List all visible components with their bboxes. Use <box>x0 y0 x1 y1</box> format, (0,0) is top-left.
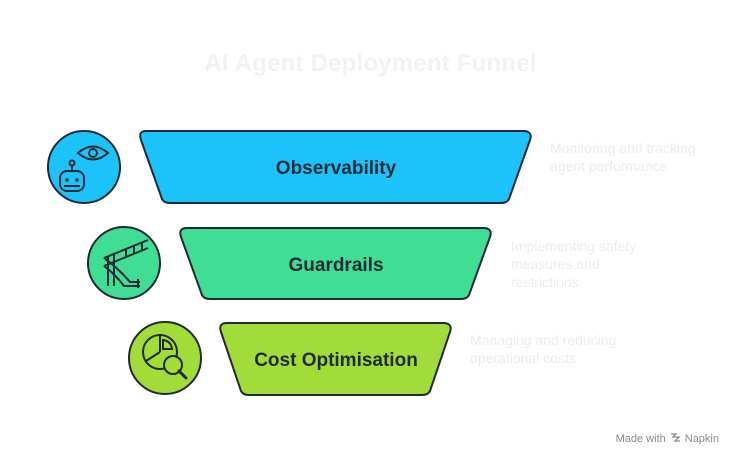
funnel-segment-2 <box>179 227 492 300</box>
funnel-segment-3 <box>219 322 452 396</box>
diagram-title: AI Agent Deployment Funnel <box>204 50 537 77</box>
stage-description-cost-optimisation: Managing and reducing operational costs <box>470 331 616 367</box>
description-line: agent performance <box>550 158 668 174</box>
funnel-segment-1 <box>139 130 532 204</box>
description-line: restrictions <box>511 274 579 290</box>
funnel-stage-cost-optimisation: Cost Optimisation <box>219 322 452 396</box>
stage-label: Observability <box>276 158 397 179</box>
funnel-stage-guardrails: Guardrails <box>179 227 492 300</box>
pie-chart-magnifier-icon <box>128 321 202 395</box>
stage-label: Cost Optimisation <box>254 350 418 371</box>
description-line: Monitoring and tracking <box>550 140 696 156</box>
funnel-stage-observability: Observability <box>139 130 532 204</box>
description-line: Managing and reducing <box>470 332 617 348</box>
robot-eye-icon <box>47 130 121 204</box>
footer-text: Made with <box>615 433 666 445</box>
napkin-logo-icon <box>670 432 681 446</box>
description-line: operational costs <box>470 350 576 366</box>
stage-description-guardrails: Implementing safety measures and restric… <box>511 237 636 291</box>
description-line: measures and <box>511 256 600 272</box>
guardrail-icon <box>87 226 161 300</box>
made-with-napkin-footer[interactable]: Made with Napkin <box>616 432 719 446</box>
description-line: Implementing safety <box>511 238 637 254</box>
stage-description-observability: Monitoring and tracking agent performanc… <box>550 139 696 175</box>
stage-label: Guardrails <box>288 255 383 276</box>
footer-brand: Napkin <box>684 433 719 445</box>
